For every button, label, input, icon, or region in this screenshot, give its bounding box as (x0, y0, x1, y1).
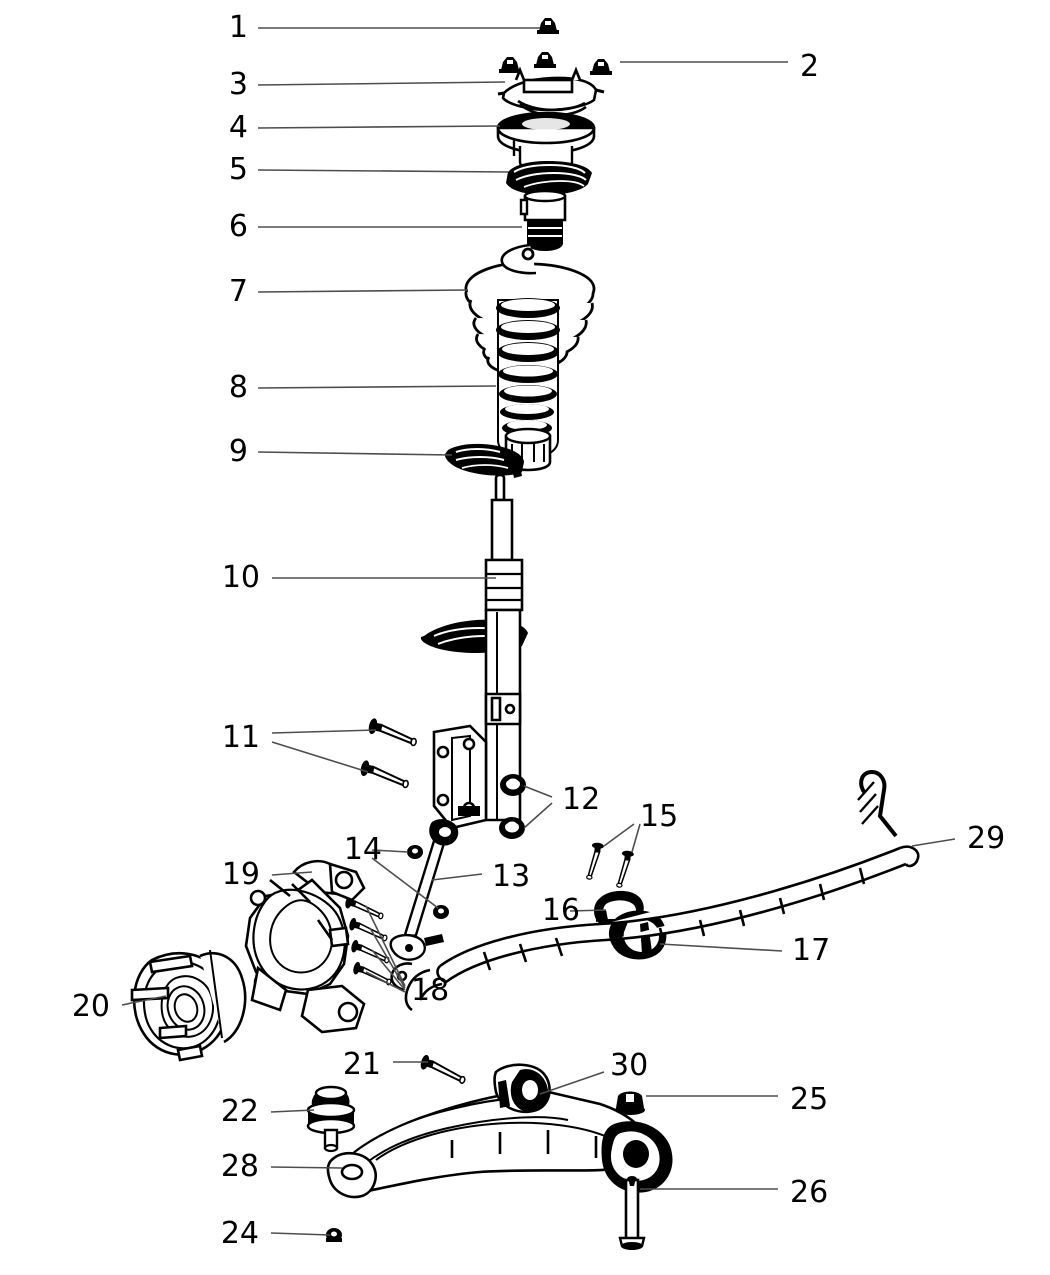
callout-number-28: 28 (220, 1149, 259, 1184)
part-ball-joint (306, 1085, 356, 1153)
callout-number-2: 2 (800, 49, 820, 84)
callout-number-4: 4 (228, 110, 248, 145)
part-control-arm-rear-nut (615, 1091, 645, 1115)
part-control-arm-front-bushing (493, 1063, 551, 1113)
callout-number-5: 5 (228, 152, 248, 187)
callout-number-10: 10 (221, 560, 260, 595)
part-dust-boot (496, 298, 560, 472)
part-upper-spring-isolator (506, 161, 592, 195)
part-strut-mount-nut (537, 18, 559, 34)
callout-number-11: 11 (221, 720, 260, 755)
part-pinch-bolt (417, 1052, 470, 1085)
callout-number-8: 8 (228, 370, 248, 405)
part-lower-control-arm (326, 1088, 673, 1199)
part-strut-mount (497, 66, 605, 117)
part-lower-spring-isolator (444, 443, 524, 478)
callout-number-9: 9 (228, 434, 248, 469)
part-ball-joint-nut (326, 1228, 342, 1242)
callout-number-12: 12 (562, 782, 601, 817)
callout-number-30: 30 (610, 1048, 649, 1083)
part-stabilizer-link (389, 819, 459, 961)
callout-number-7: 7 (228, 274, 248, 309)
part-strut-assembly (420, 473, 528, 830)
callout-number-19: 19 (221, 857, 260, 892)
leader-lines (121, 27, 956, 1236)
callout-number-24: 24 (220, 1216, 259, 1251)
part-hub-bearing (130, 949, 247, 1062)
part-strut-knuckle-bolts (357, 716, 421, 789)
callout-number-15: 15 (640, 799, 679, 834)
callout-number-1: 1 (228, 10, 248, 45)
callout-number-14: 14 (343, 832, 382, 867)
part-hub-bearing-bolts (342, 894, 395, 986)
callout-number-17: 17 (792, 933, 831, 968)
callout-number-3: 3 (228, 67, 248, 102)
part-stabilizer-bar-bushing-bolts (585, 841, 635, 890)
callout-number-16: 16 (541, 893, 580, 928)
part-control-arm-rear-bolt (618, 1176, 646, 1250)
callout-number-22: 22 (220, 1094, 259, 1129)
callout-number-6: 6 (228, 209, 248, 244)
part-upper-spring-seat (496, 111, 596, 174)
part-jounce-bumper (519, 189, 567, 251)
callout-number-29: 29 (967, 821, 1006, 856)
callout-number-20: 20 (71, 989, 110, 1024)
part-steering-knuckle (244, 859, 366, 1034)
part-strut-tower-nuts (499, 52, 612, 75)
callout-number-25: 25 (790, 1082, 829, 1117)
callout-number-18: 18 (411, 973, 450, 1008)
callout-number-21: 21 (342, 1047, 381, 1082)
callout-number-26: 26 (790, 1175, 829, 1210)
part-stabilizer-bar (390, 769, 920, 1012)
callout-number-13: 13 (492, 859, 531, 894)
